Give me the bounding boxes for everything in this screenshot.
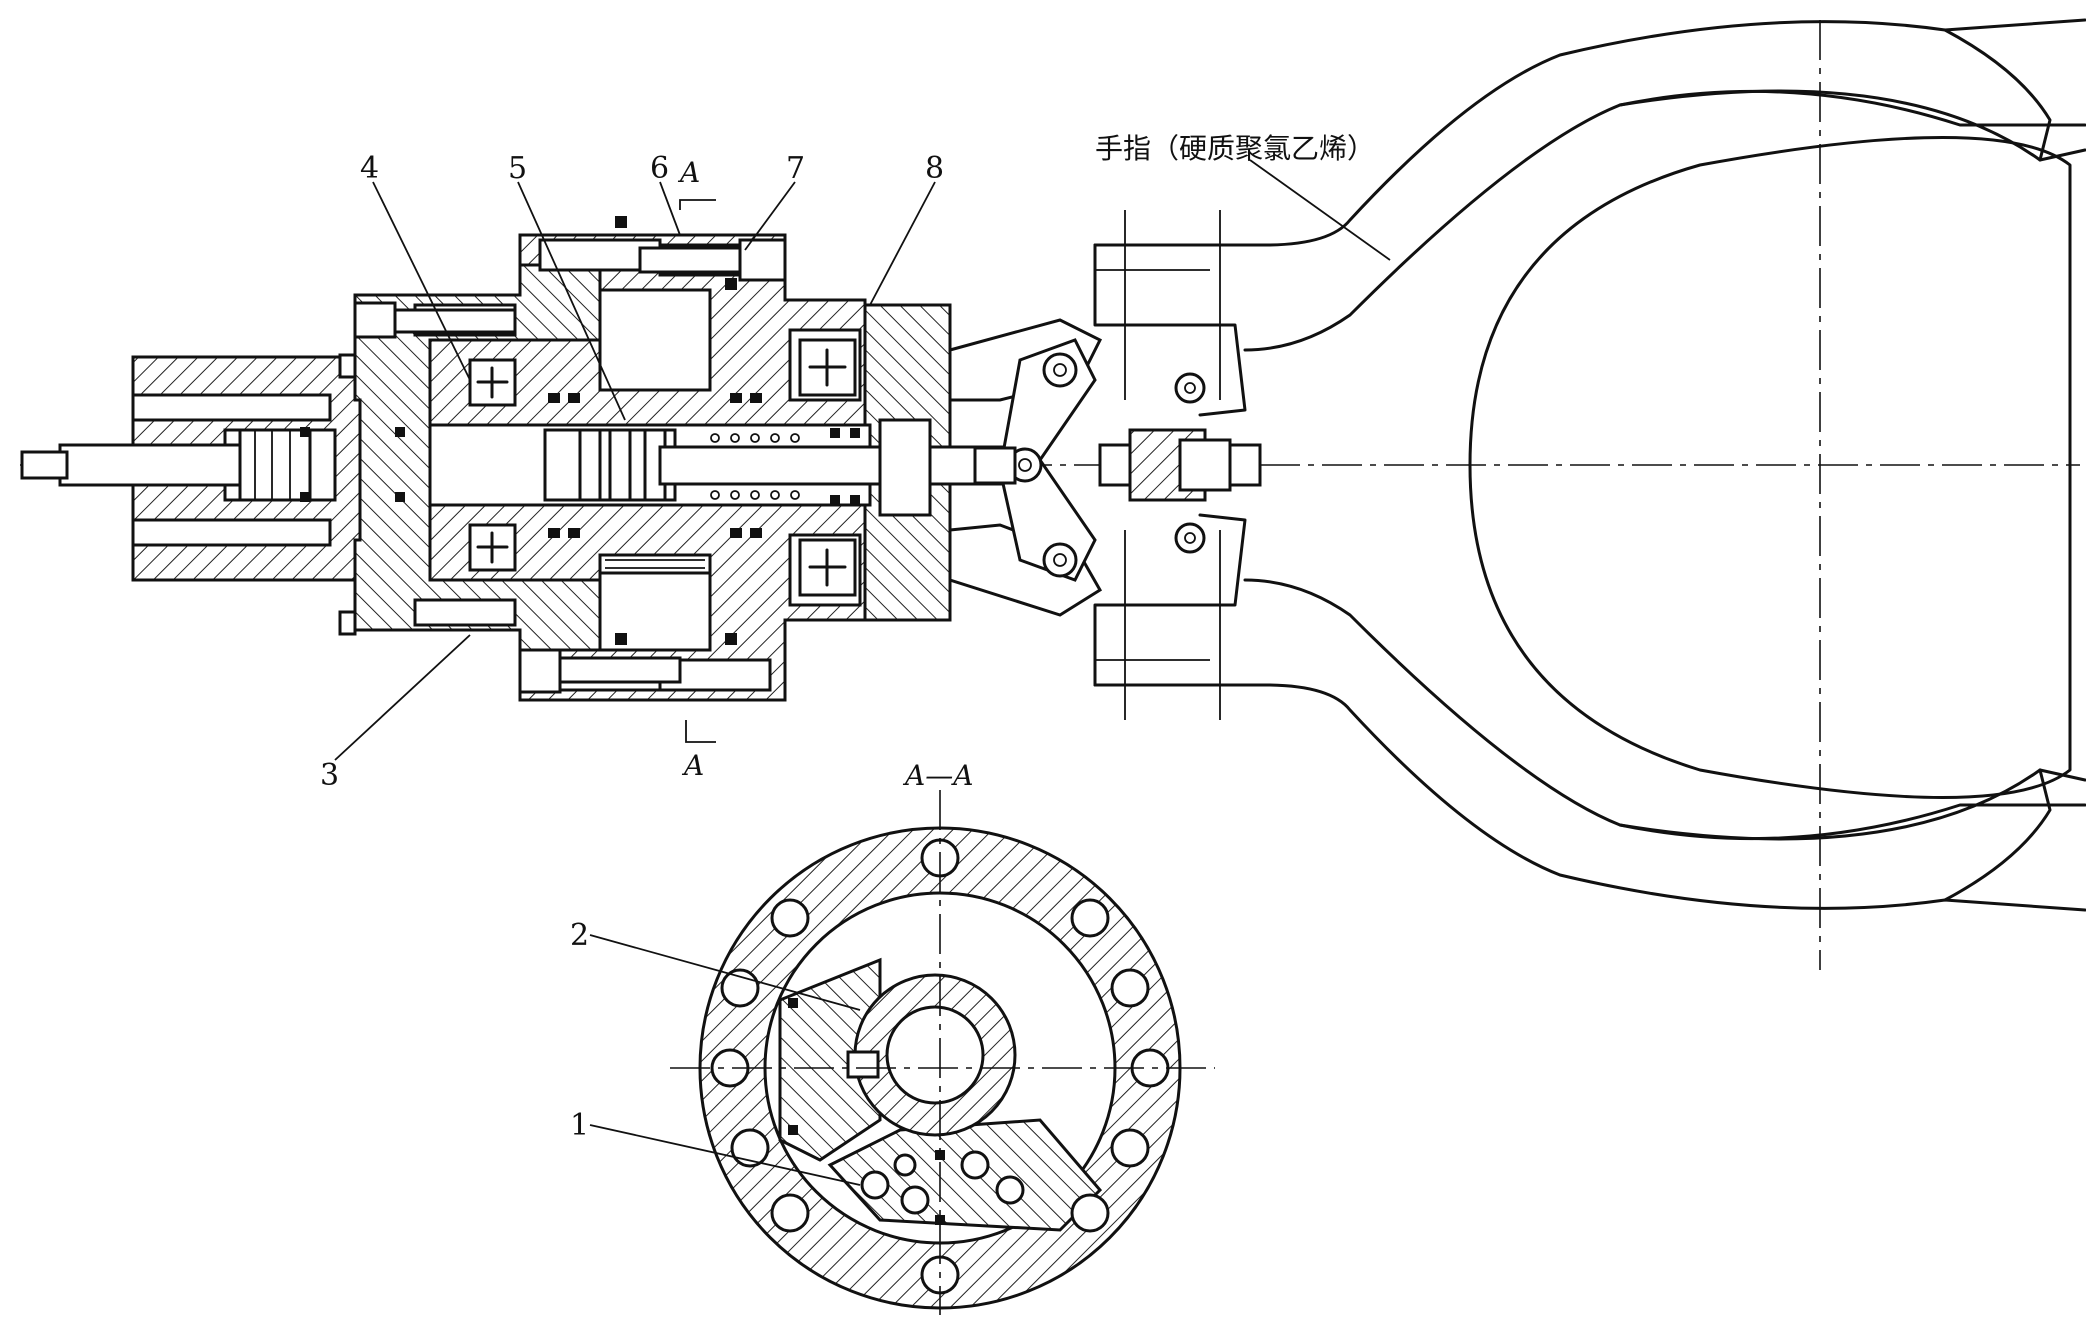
part-label-6: 6 <box>650 151 669 186</box>
left-rod <box>20 428 312 502</box>
part-label-7: 7 <box>786 151 805 186</box>
part-label-3: 3 <box>320 758 339 793</box>
spring <box>598 433 800 575</box>
screw-icon <box>353 238 787 694</box>
part-label-1: 1 <box>570 1108 589 1143</box>
finger-lower <box>1093 513 2086 912</box>
finger-label: 手指（硬质聚氯乙烯） <box>1095 132 1375 165</box>
gripped-object <box>1468 136 2072 799</box>
part-label-5: 5 <box>508 151 527 186</box>
section-mark-top: A <box>677 156 700 189</box>
seal-ring-icon <box>300 216 860 645</box>
toggle-linkage <box>948 318 1262 617</box>
plus-marker-icon <box>468 338 857 597</box>
section-mark-bottom: A <box>681 749 704 782</box>
part-label-2: 2 <box>570 918 589 953</box>
section-view-title: A—A <box>902 759 973 792</box>
part-label-4: 4 <box>360 151 379 186</box>
inner-bore <box>428 418 1042 517</box>
leader-lines <box>334 159 1391 1186</box>
finger-upper <box>1093 18 2086 417</box>
part-label-8: 8 <box>925 151 944 186</box>
section-a-a-view <box>670 790 1215 1315</box>
